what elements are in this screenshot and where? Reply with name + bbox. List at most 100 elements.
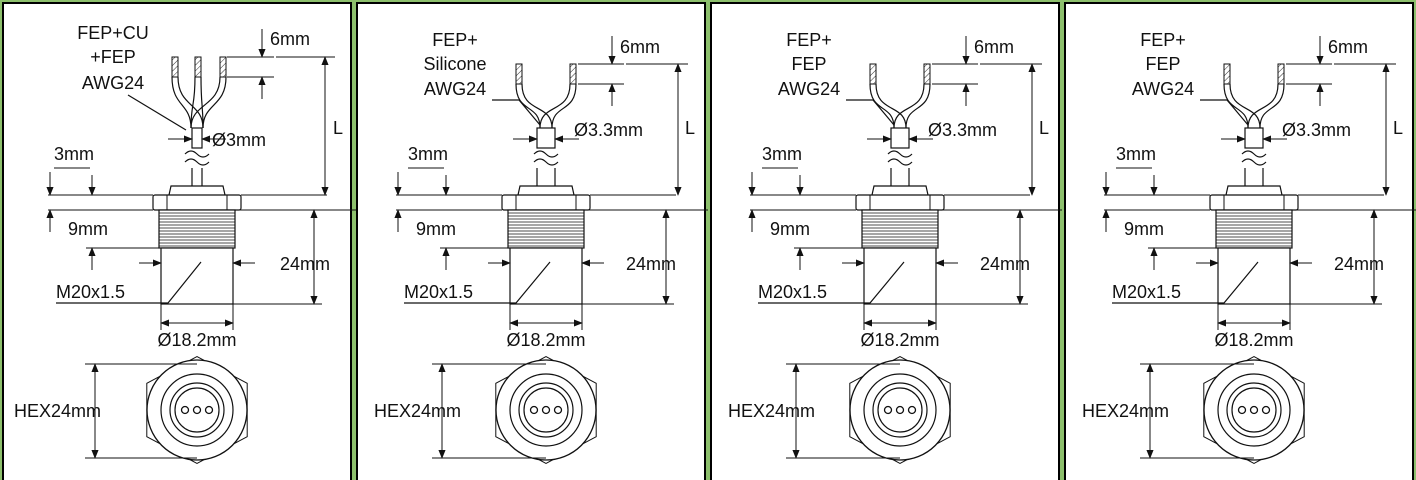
wire-leads [171, 56, 227, 129]
pin-hole [1237, 405, 1247, 415]
flange-circle [849, 359, 951, 461]
gland-nut [1225, 185, 1283, 196]
length-label: L [1039, 118, 1049, 138]
body-circle [509, 373, 583, 447]
cable-label-line-2: +FEP [90, 47, 136, 67]
strip-length-label: 6mm [620, 37, 660, 57]
face-circle [523, 387, 569, 433]
stripped-wire-end [1223, 63, 1231, 85]
wire-3 [190, 76, 221, 129]
flange-thickness-label: 3mm [1116, 144, 1156, 164]
gland-nut [168, 185, 226, 196]
wire-1 [869, 83, 895, 129]
body-diameter-label: Ø18.2mm [1214, 330, 1293, 350]
wire-1 [171, 76, 192, 129]
cable-label-line-1: FEP+ [432, 30, 478, 50]
pin-hole [553, 405, 563, 415]
cable-diameter-label: Ø3mm [212, 130, 266, 150]
strip-length-label: 6mm [270, 29, 310, 49]
wire-3-edge [202, 76, 227, 129]
cable-label-line-3: AWG24 [1132, 79, 1194, 99]
body-length-label: 24mm [1334, 254, 1384, 274]
hex-outline [849, 356, 951, 464]
cable-label-line-1: FEP+CU [77, 23, 149, 43]
wire-leads [1223, 63, 1285, 129]
wire-leads [869, 63, 931, 129]
wire-1-edge [177, 76, 204, 129]
cable-break-mark [887, 150, 913, 158]
hex-outline [495, 356, 597, 464]
hex-flange [501, 194, 591, 211]
wire-leads [515, 63, 577, 129]
cable-break-mark [1241, 158, 1267, 166]
cable-label-line-2: FEP [1145, 54, 1180, 74]
wire-2-edge [1259, 83, 1285, 129]
hex-size-label: HEX24mm [1082, 401, 1169, 421]
pin-hole [204, 405, 214, 415]
sensor-body [1217, 247, 1291, 305]
gland-nut [871, 185, 929, 196]
face-circle [877, 387, 923, 433]
hex-size-label: HEX24mm [374, 401, 461, 421]
wire-2 [893, 83, 925, 129]
body-diameter-label: Ø18.2mm [506, 330, 585, 350]
connector-end-view [146, 356, 248, 464]
pin-hole [907, 405, 917, 415]
drawing-panel-3: FEP+FEPAWG24Ø3.3mm6mmL3mm9mmM20x1.524mmØ… [710, 2, 1062, 480]
inner-circle [518, 382, 574, 438]
inner-circle [169, 382, 225, 438]
cable-diameter-label: Ø3.3mm [574, 120, 643, 140]
pin-hole [192, 405, 202, 415]
wire-1-edge [875, 83, 907, 129]
thread-spec-leader [1112, 261, 1259, 304]
thread-length-label: 9mm [68, 219, 108, 239]
pin-hole [883, 405, 893, 415]
pin-hole [180, 405, 190, 415]
cable-label-line-3: AWG24 [424, 79, 486, 99]
hex-flange [855, 194, 945, 211]
inner-circle [872, 382, 928, 438]
hex-size-label: HEX24mm [728, 401, 815, 421]
pin-hole [1249, 405, 1259, 415]
body-diameter-label: Ø18.2mm [157, 330, 236, 350]
face-circle [1231, 387, 1277, 433]
pin-hole [1261, 405, 1271, 415]
wire-2-edge [905, 83, 931, 129]
flange-circle [1203, 359, 1305, 461]
thread-length-label: 9mm [770, 219, 810, 239]
thread-length-label: 9mm [416, 219, 456, 239]
drawing-panel-4: FEP+FEPAWG24Ø3.3mm6mmL3mm9mmM20x1.524mmØ… [1064, 2, 1416, 480]
stripped-wire-end [1277, 63, 1285, 85]
body-circle [1217, 373, 1291, 447]
thread-length-label: 9mm [1124, 219, 1164, 239]
pin-hole [529, 405, 539, 415]
hex-outline [1203, 356, 1305, 464]
stripped-wire-end [569, 63, 577, 85]
connector-end-view [1203, 356, 1305, 464]
hex-flange [1209, 194, 1299, 211]
sensor-body [863, 247, 937, 305]
wire-2-edge [551, 83, 577, 129]
drawing-panel-1: FEP+CU+FEPAWG24Ø3mm6mmL3mm9mmM20x1.524mm… [2, 2, 359, 480]
cable-label-leader [1200, 99, 1249, 126]
hex-outline [146, 356, 248, 464]
cable-label-line-3: AWG24 [778, 79, 840, 99]
cable-label-line-2: Silicone [423, 54, 486, 74]
sensor-body [160, 247, 234, 305]
flange-thickness-label: 3mm [408, 144, 448, 164]
length-label: L [1393, 118, 1403, 138]
cable-label-leader [846, 99, 895, 126]
hex-flange [152, 194, 242, 211]
wire-2 [1247, 83, 1279, 129]
cable-jacket [191, 127, 203, 149]
connector-side-view [1209, 185, 1299, 305]
body-circle [160, 373, 234, 447]
stripped-wire-end [515, 63, 523, 85]
body-length-label: 24mm [626, 254, 676, 274]
stripped-wire-end [923, 63, 931, 85]
cable-break-mark [1241, 150, 1267, 158]
inner-circle [1226, 382, 1282, 438]
drawing-panel-2: FEP+SiliconeAWG24Ø3.3mm6mmL3mm9mmM20x1.5… [356, 2, 708, 480]
connector-side-view [855, 185, 945, 305]
